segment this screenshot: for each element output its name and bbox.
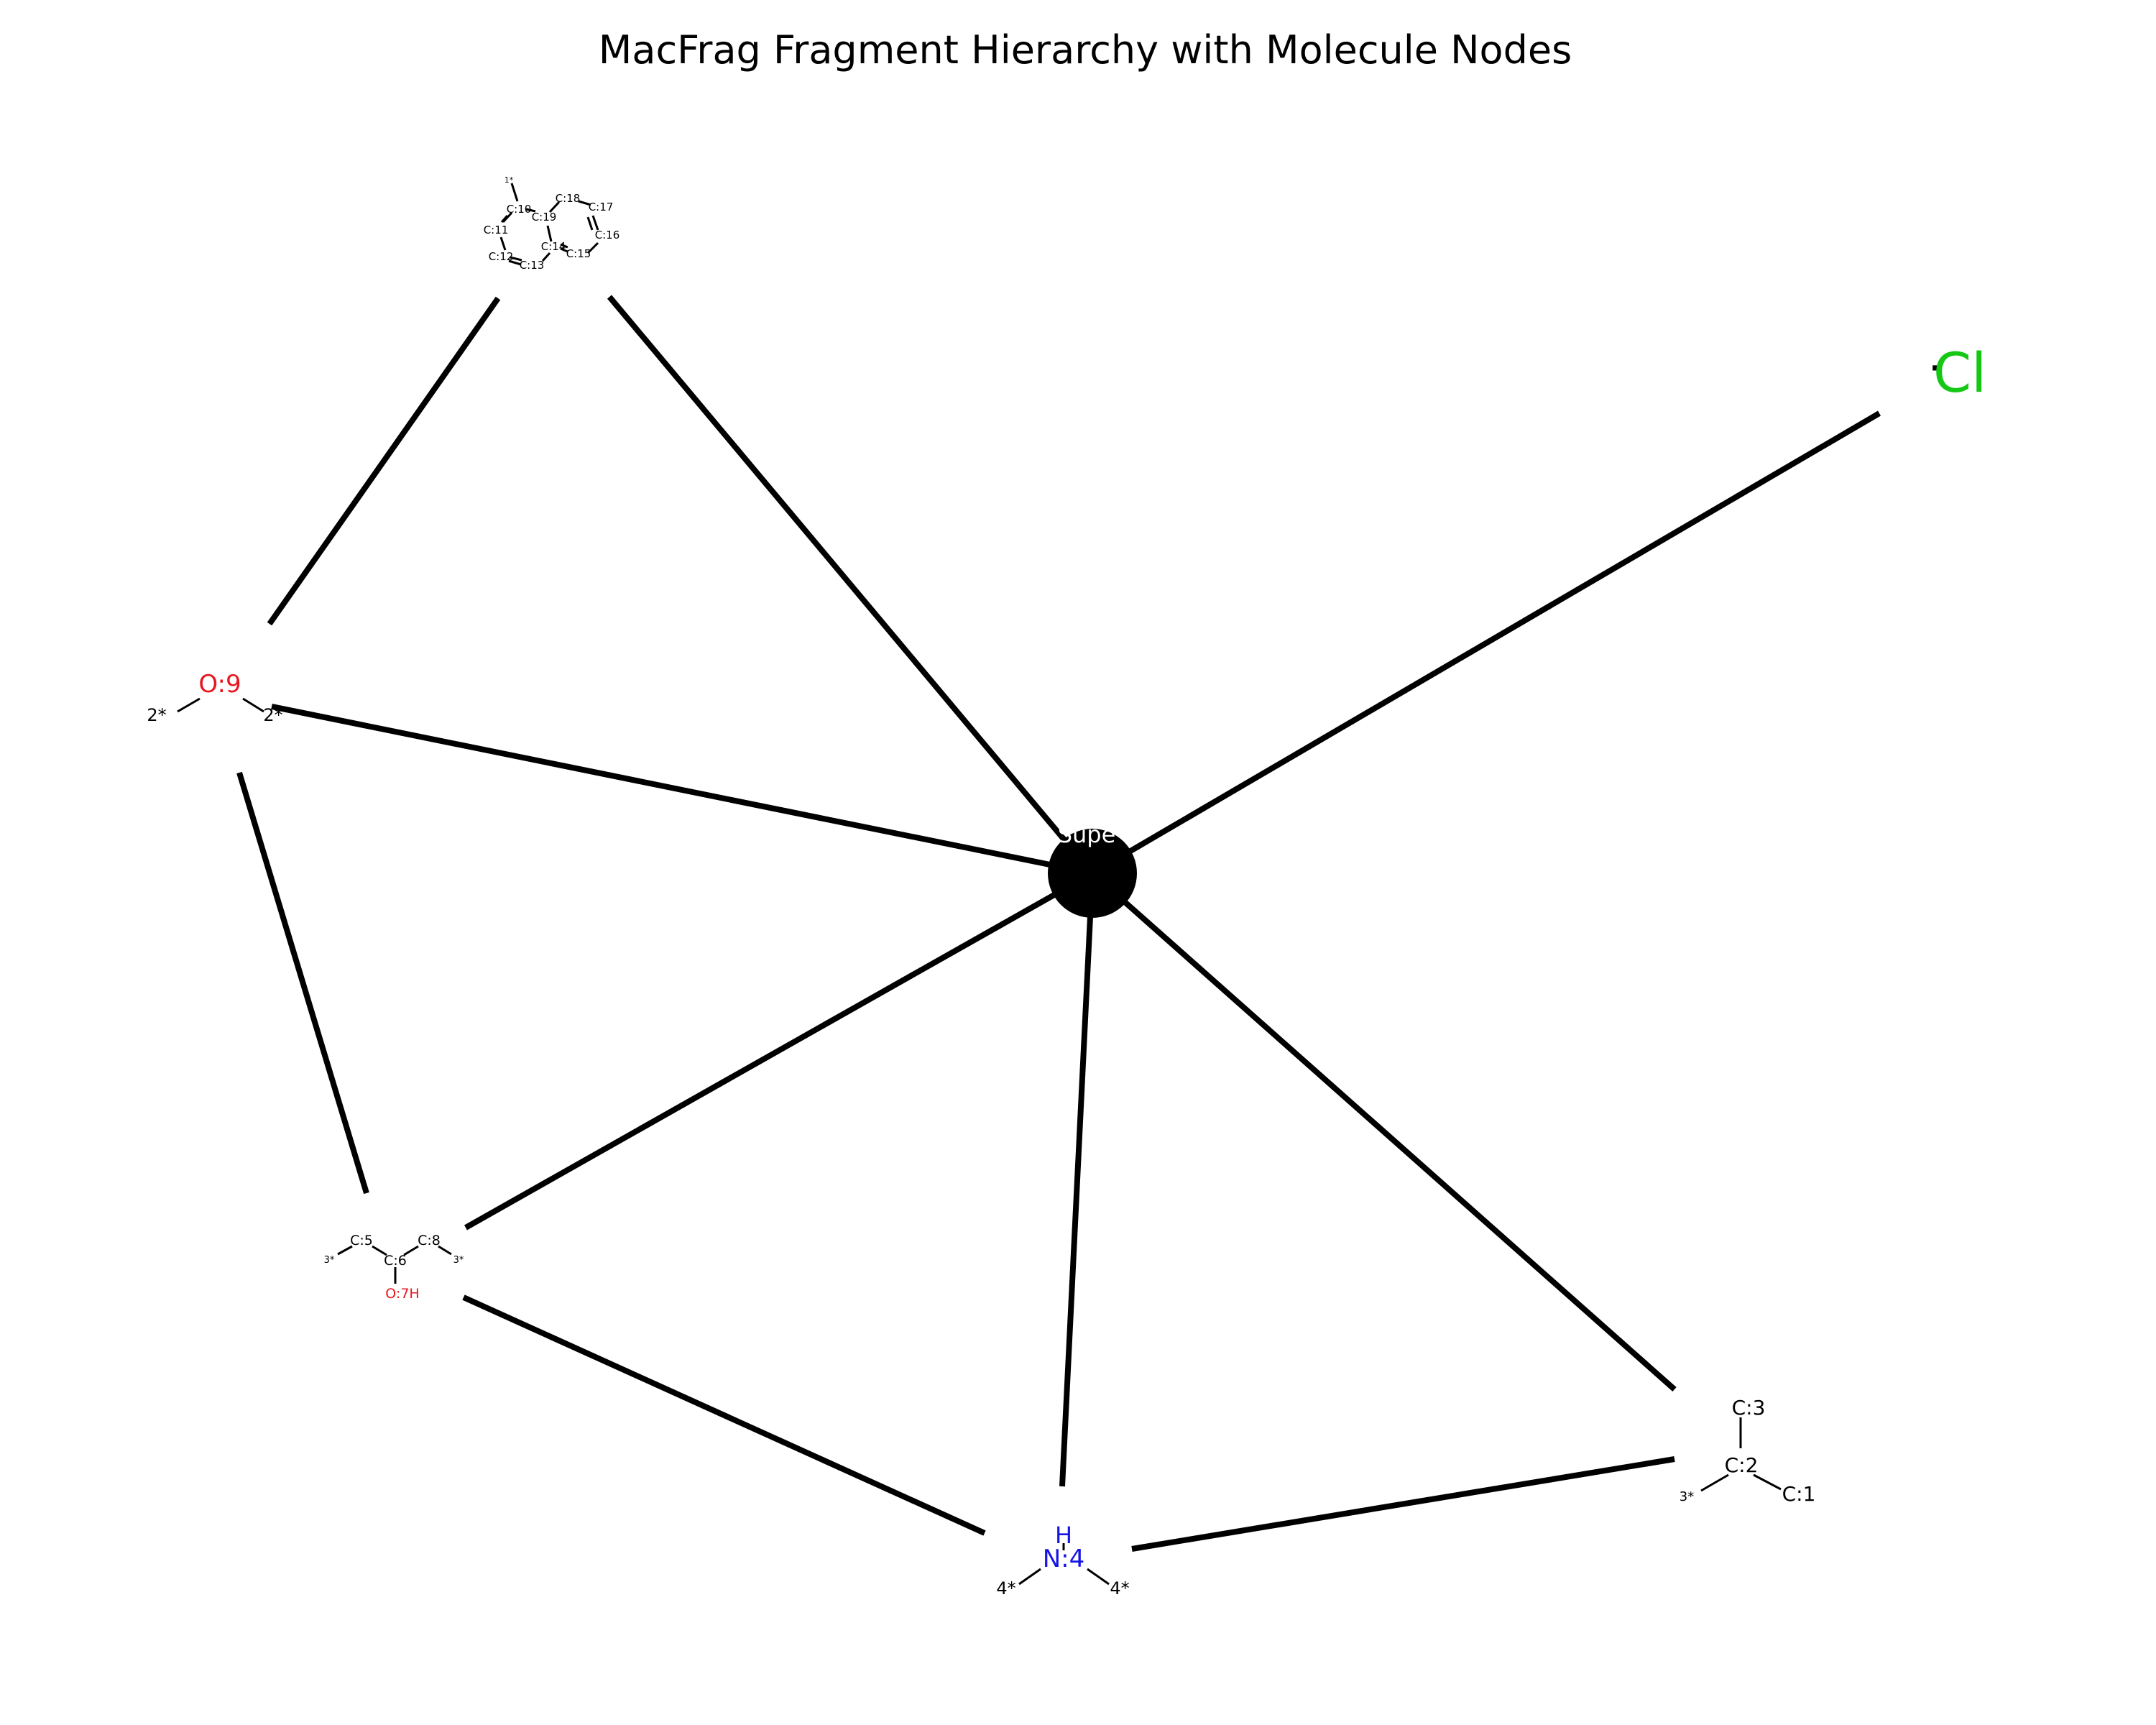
naphthyl-bond-c15-c14-double xyxy=(560,243,568,249)
edge-hydroxypropyl-amine xyxy=(462,1294,986,1536)
chlorine-node[interactable]: · Cl xyxy=(1928,341,1986,405)
hydroxypropyl-bond-c8-attach xyxy=(438,1245,452,1256)
amine-attach-left: 4* xyxy=(996,1578,1015,1598)
naphthyl-bond-attach-c10 xyxy=(510,183,519,202)
amine-atom-h: H xyxy=(1055,1522,1072,1549)
hydroxypropyl-bond-attach-c5 xyxy=(337,1245,353,1256)
ether-bond-right xyxy=(242,697,264,713)
isopropyl-atom-c3: C:3 xyxy=(1732,1396,1766,1420)
isopropyl-attach: 3* xyxy=(1680,1489,1694,1504)
isopropyl-bond-c2-c1 xyxy=(1753,1473,1782,1491)
ether-attach-right: 2* xyxy=(263,705,282,725)
naphthyl-bond-c12-c13-double xyxy=(510,256,522,262)
naphthyl-atom-c18: C:18 xyxy=(556,192,581,205)
naphthyl-bond-c16-c15 xyxy=(586,242,599,254)
ether-attach-left: 2* xyxy=(147,705,166,725)
edge-ether-hydroxypropyl xyxy=(236,771,369,1195)
naphthyl-bond-c10-c11 xyxy=(502,211,513,224)
hydroxypropyl-atom-c8: C:8 xyxy=(418,1233,441,1248)
hydroxypropyl-attach-left: 3* xyxy=(324,1255,335,1266)
amine-attach-right: 4* xyxy=(1110,1578,1129,1598)
edge-super-naphthyl xyxy=(607,295,1095,875)
isopropyl-atom-c1: C:1 xyxy=(1782,1482,1816,1506)
ether-bond-left xyxy=(177,697,201,713)
naphthyl-bond-c15-c14 xyxy=(560,247,568,253)
amine-fragment-node[interactable]: H N:4 4* 4* xyxy=(996,1522,1129,1598)
naphthyl-atom-c15: C:15 xyxy=(566,247,591,260)
naphthyl-bond-c13-c14 xyxy=(541,252,551,262)
naphthyl-bond-c14-c19 xyxy=(546,225,553,242)
naphthyl-atom-c19: C:19 xyxy=(532,211,557,224)
hydroxypropyl-atom-c5: C:5 xyxy=(350,1233,373,1248)
naphthyl-bond-c19-c18 xyxy=(548,201,561,213)
naphthyl-bond-c18-c17 xyxy=(578,200,591,206)
naphthyl-atom-c14: C:14 xyxy=(541,240,566,253)
chlorine-label: Cl xyxy=(1933,341,1986,405)
naphthyl-bond-c17-c16-double xyxy=(586,216,594,231)
hydroxypropyl-bond-c6-c8 xyxy=(403,1245,419,1256)
hydroxypropyl-atom-c6: C:6 xyxy=(384,1253,407,1269)
chlorine-radical-dot: · xyxy=(1928,344,1941,392)
edge-super-isopropyl xyxy=(1090,871,1677,1392)
naphthyl-bond-c19-c10 xyxy=(525,208,536,213)
isopropyl-bond-c2-attach xyxy=(1700,1473,1729,1492)
amine-bond-right xyxy=(1087,1568,1110,1586)
figure-title: MacFrag Fragment Hierarchy with Molecule… xyxy=(599,27,1572,73)
amine-bond-left xyxy=(1018,1568,1041,1586)
naphthyl-bonds xyxy=(499,183,599,266)
super-node-circle xyxy=(1048,829,1137,918)
edge-super-hydroxypropyl xyxy=(464,870,1094,1230)
naphthyl-atom-c12: C:12 xyxy=(489,250,514,263)
super-node[interactable]: Supe xyxy=(1048,821,1137,918)
hydroxypropyl-bond-c5-c6 xyxy=(372,1245,387,1256)
isopropyl-atom-c2: C:2 xyxy=(1725,1453,1759,1477)
naphthyl-bond-c12-c13 xyxy=(508,259,522,266)
naphthyl-atom-c17: C:17 xyxy=(589,201,614,213)
naphthyl-bond-c10-c11-double xyxy=(500,215,509,223)
ether-fragment-node[interactable]: O:9 2* 2* xyxy=(147,670,282,725)
naphthyl-bond-c11-c12 xyxy=(499,236,507,251)
isopropyl-fragment-node[interactable]: C:3 C:2 C:1 3* xyxy=(1680,1396,1816,1506)
hydroxypropyl-attach-right: 3* xyxy=(453,1255,464,1266)
edges xyxy=(236,295,1881,1552)
edge-super-chlorine xyxy=(1090,410,1881,876)
naphthyl-atom-c13: C:13 xyxy=(520,259,545,272)
super-node-label: Supe xyxy=(1058,821,1116,848)
hydroxypropyl-fragment-node[interactable]: C:5 C:6 C:8 O:7H 3* 3* xyxy=(324,1233,464,1302)
naphthyl-atom-c11: C:11 xyxy=(484,224,509,236)
amine-atom-n4: N:4 xyxy=(1043,1545,1085,1573)
naphthyl-atom-c16: C:16 xyxy=(595,229,620,242)
edge-naphthyl-ether xyxy=(267,296,501,626)
naphthyl-attach: 1* xyxy=(505,175,514,185)
edge-super-ether xyxy=(271,704,1093,876)
edge-super-amine xyxy=(1059,873,1095,1487)
edge-amine-isopropyl xyxy=(1131,1456,1675,1552)
naphthyl-fragment-node[interactable]: 1* C:10 C:11 C:12 C:13 C:14 C:15 C:16 C:… xyxy=(484,175,620,272)
hydroxypropyl-atom-o7: O:7H xyxy=(385,1286,419,1302)
ether-atom-o9: O:9 xyxy=(198,670,241,699)
naphthyl-atom-c10: C:10 xyxy=(507,203,532,216)
naphthyl-bond-c17-c16 xyxy=(591,215,599,231)
naphthyl-atoms: 1* C:10 C:11 C:12 C:13 C:14 C:15 C:16 C:… xyxy=(484,175,620,272)
